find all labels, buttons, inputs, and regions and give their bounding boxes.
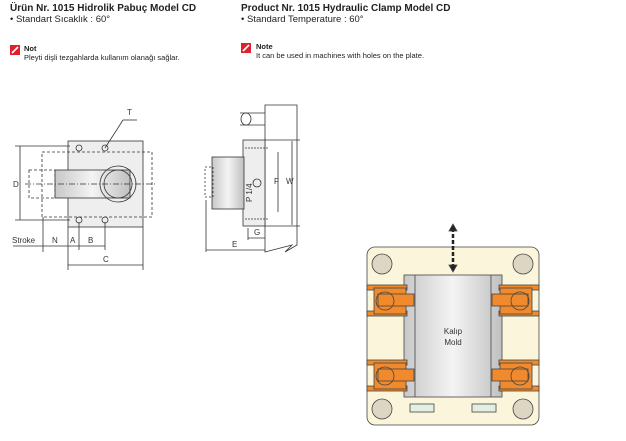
- label-D: D: [13, 180, 19, 189]
- label-A: A: [70, 236, 76, 245]
- mold-layout-diagram: [366, 223, 540, 426]
- label-port: P 1/4: [245, 183, 254, 202]
- side-view: [204, 104, 300, 253]
- label-E: E: [232, 240, 237, 249]
- subtitle-en: • Standard Temperature : 60°: [241, 14, 364, 25]
- label-F: F: [274, 177, 279, 186]
- clamps: [366, 284, 540, 392]
- label-T: T: [127, 108, 132, 117]
- title-en: Product Nr. 1015 Hydraulic Clamp Model C…: [241, 3, 451, 14]
- note-pencil-icon: [241, 43, 251, 53]
- mold-label-en: Mold: [444, 338, 461, 347]
- label-G: G: [254, 228, 260, 237]
- label-N: N: [52, 236, 58, 245]
- subtitle-tr: • Standart Sıcaklık : 60°: [10, 14, 111, 25]
- label-W: W: [286, 177, 294, 186]
- label-B: B: [88, 236, 93, 245]
- title-tr: Ürün Nr. 1015 Hidrolik Pabuç Model CD: [10, 3, 197, 14]
- note-label-en: Note: [256, 42, 273, 51]
- note-pencil-icon: [10, 45, 20, 55]
- label-C: C: [103, 255, 109, 264]
- note-text-en: It can be used in machines with holes on…: [256, 51, 425, 60]
- mold-label-tr: Kalıp: [444, 327, 463, 336]
- front-view: [13, 119, 155, 270]
- note-label-tr: Not: [24, 44, 37, 53]
- label-stroke: Stroke: [12, 236, 36, 245]
- note-text-tr: Pleyti dişli tezgahlarda kullanım olanağ…: [24, 53, 180, 62]
